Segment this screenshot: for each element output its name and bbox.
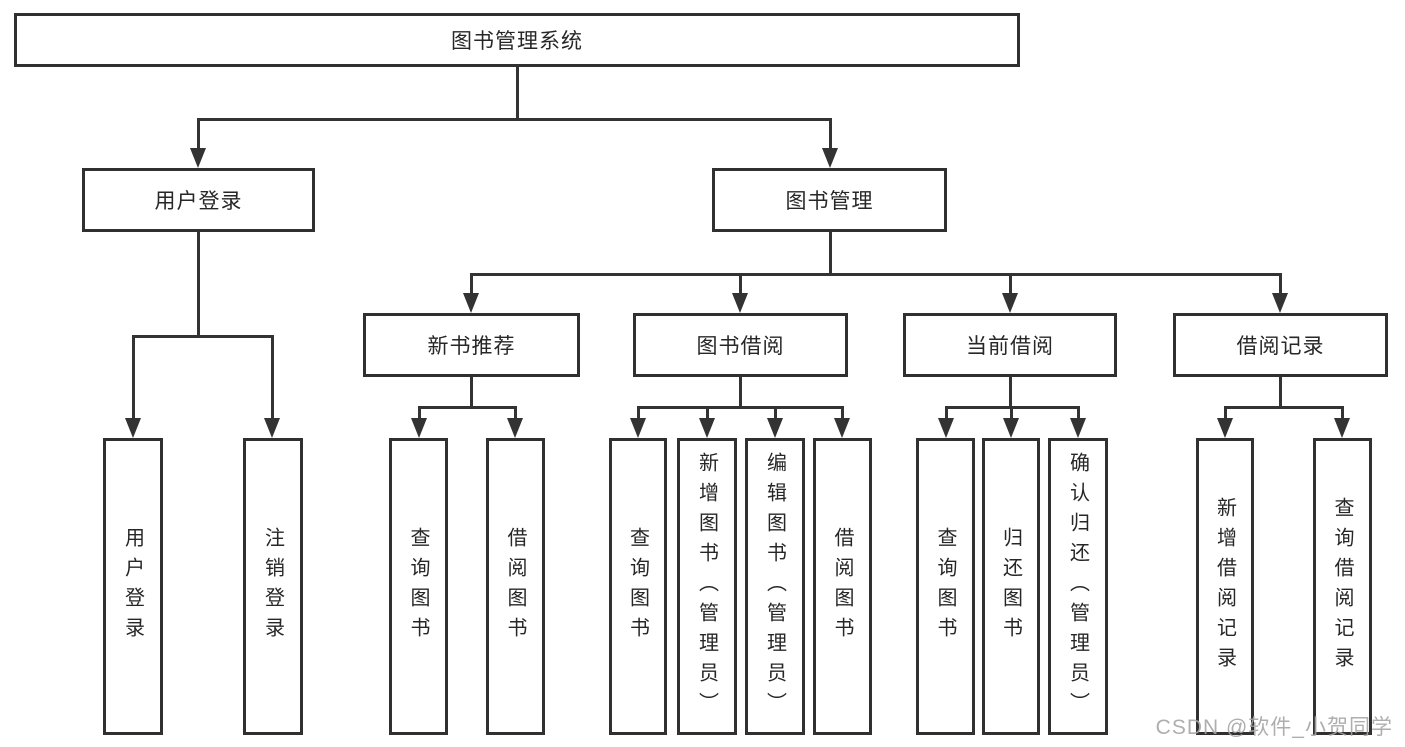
node-book-borrow-label: 图书借阅 [696,335,785,358]
leaf-borrow-books-2: 借阅图书 [813,438,872,735]
node-book-management-label: 图书管理 [785,190,874,213]
node-new-book-recommend-label: 新书推荐 [427,335,516,358]
arrow-icon [190,148,206,168]
node-book-borrow: 图书借阅 [633,313,848,377]
connector-line [829,232,832,276]
connector-line [1341,406,1344,420]
connector-line [132,335,274,338]
leaf-return-book-label: 归还图书 [999,526,1022,647]
connector-line [637,406,640,420]
arrow-icon [507,418,523,438]
connector-line [418,406,421,420]
arrow-icon [1070,418,1086,438]
leaf-query-borrow-record-label: 查询借阅记录 [1331,496,1353,677]
arrow-icon [1217,418,1233,438]
node-borrow-records: 借阅记录 [1173,313,1388,377]
leaf-edit-book-admin-label: 编辑图书（管理员） [763,451,786,722]
leaf-user-login-label: 用户登录 [121,526,144,647]
node-borrow-records-label: 借阅记录 [1236,335,1325,358]
node-book-management: 图书管理 [712,168,947,232]
connector-line [197,232,200,338]
connector-line [418,406,517,409]
arrow-icon [1334,418,1350,438]
node-current-borrow-label: 当前借阅 [966,335,1054,358]
node-root: 图书管理系统 [14,13,1020,67]
leaf-borrow-books-2-label: 借阅图书 [831,526,853,647]
leaf-borrow-books-1-label: 借阅图书 [504,526,526,647]
connector-line [197,118,200,150]
connector-line [945,406,948,420]
connector-line [1279,273,1282,295]
connector-line [1077,406,1080,420]
leaf-logout: 注销登录 [243,438,303,735]
leaf-edit-book-admin: 编辑图书（管理员） [745,438,805,735]
arrow-icon [463,293,479,313]
arrow-icon [938,418,954,438]
connector-line [774,406,777,420]
node-root-label: 图书管理系统 [451,30,583,53]
leaf-query-books-2-label: 查询图书 [626,526,649,647]
connector-line [706,406,709,420]
connector-line [841,406,844,420]
connector-line [1009,377,1012,409]
leaf-query-books-1-label: 查询图书 [407,526,429,647]
arrow-icon [411,418,427,438]
connector-line [1010,406,1013,420]
connector-line [1224,406,1227,420]
arrow-icon [630,418,646,438]
leaf-borrow-books-1: 借阅图书 [486,438,545,735]
node-new-book-recommend: 新书推荐 [363,313,580,377]
leaf-logout-label: 注销登录 [261,526,284,647]
leaf-query-borrow-record: 查询借阅记录 [1313,438,1372,735]
connector-line [271,335,274,420]
connector-line [470,273,1281,276]
connector-line [1279,377,1282,409]
connector-line [197,118,831,121]
arrow-icon [1272,293,1288,313]
connector-line [829,118,832,150]
arrow-icon [732,293,748,313]
leaf-query-books-3: 查询图书 [916,438,975,735]
leaf-confirm-return-admin-label: 确认归还（管理员） [1066,451,1089,722]
connector-line [470,273,473,295]
leaf-add-borrow-record: 新增借阅记录 [1196,438,1254,735]
connector-line [132,335,135,420]
connector-line [739,273,742,295]
node-user-login: 用户登录 [82,168,315,232]
leaf-query-books-2: 查询图书 [609,438,667,735]
arrow-icon [1002,293,1018,313]
connector-line [514,406,517,420]
arrow-icon [699,418,715,438]
leaf-add-book-admin-label: 新增图书（管理员） [695,451,718,722]
arrow-icon [264,418,280,438]
arrow-icon [822,148,838,168]
arrow-icon [125,418,141,438]
node-user-login-label: 用户登录 [154,190,243,213]
connector-line [1009,273,1012,295]
connector-line [516,67,519,120]
arrow-icon [767,418,783,438]
node-current-borrow: 当前借阅 [903,313,1117,377]
csdn-watermark: CSDN @软件_小贺同学 [1155,716,1393,739]
connector-line [739,377,742,409]
connector-line [470,377,473,409]
leaf-confirm-return-admin: 确认归还（管理员） [1048,438,1108,735]
connector-line [637,406,844,409]
arrow-icon [834,418,850,438]
leaf-query-books-1: 查询图书 [389,438,448,735]
connector-line [1224,406,1343,409]
leaf-query-books-3-label: 查询图书 [934,526,956,647]
arrow-icon [1003,418,1019,438]
leaf-add-book-admin: 新增图书（管理员） [677,438,737,735]
leaf-user-login: 用户登录 [103,438,163,735]
leaf-add-borrow-record-label: 新增借阅记录 [1213,496,1236,677]
leaf-return-book: 归还图书 [982,438,1040,735]
